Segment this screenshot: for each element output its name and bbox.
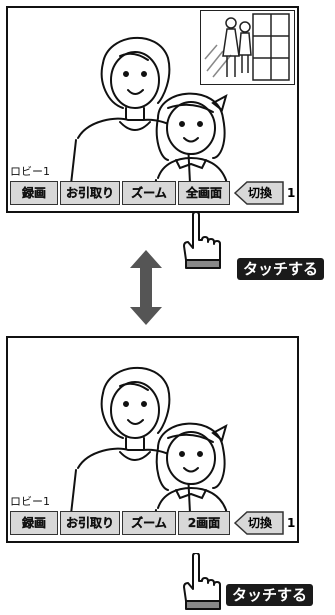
- switch-arrow-icon: [234, 511, 284, 535]
- finger-pointer-icon: [183, 553, 221, 610]
- finger-pointer-icon: [183, 212, 221, 269]
- dismiss-button[interactable]: お引取り: [60, 181, 120, 205]
- record-button[interactable]: 録画: [10, 511, 58, 535]
- people-illustration: [69, 366, 229, 534]
- monitor-screen-top: ロビー1 録画 お引取り ズーム 全画面 切換 1: [6, 6, 299, 213]
- zoom-button[interactable]: ズーム: [122, 181, 176, 205]
- location-label: ロビー1: [10, 495, 50, 508]
- fullscreen-button[interactable]: 全画面: [178, 181, 230, 205]
- monitor-screen-bottom: ロビー1 録画 お引取り ズーム 2画面 切換 1: [6, 336, 299, 543]
- pip-camera-window: [200, 10, 295, 85]
- people-illustration: [69, 36, 229, 204]
- switch-label: 切換: [248, 516, 273, 530]
- double-arrow-icon: [130, 250, 162, 325]
- switch-camera-button[interactable]: 切換: [234, 511, 284, 535]
- touch-callout-top: タッチする: [237, 258, 325, 280]
- dismiss-button[interactable]: お引取り: [60, 511, 120, 535]
- switch-label: 切換: [248, 186, 273, 200]
- control-toolbar: 録画 お引取り ズーム 全画面 切換 1: [10, 181, 297, 205]
- camera-number: 1: [287, 186, 296, 200]
- location-label: ロビー1: [10, 165, 50, 178]
- camera-number: 1: [287, 516, 296, 530]
- switch-arrow-icon: [234, 181, 284, 205]
- switch-camera-button[interactable]: 切換: [234, 181, 284, 205]
- touch-callout-bottom: タッチする: [226, 584, 314, 606]
- record-button[interactable]: 録画: [10, 181, 58, 205]
- zoom-button[interactable]: ズーム: [122, 511, 176, 535]
- control-toolbar: 録画 お引取り ズーム 2画面 切換 1: [10, 511, 297, 535]
- split-screen-button[interactable]: 2画面: [178, 511, 230, 535]
